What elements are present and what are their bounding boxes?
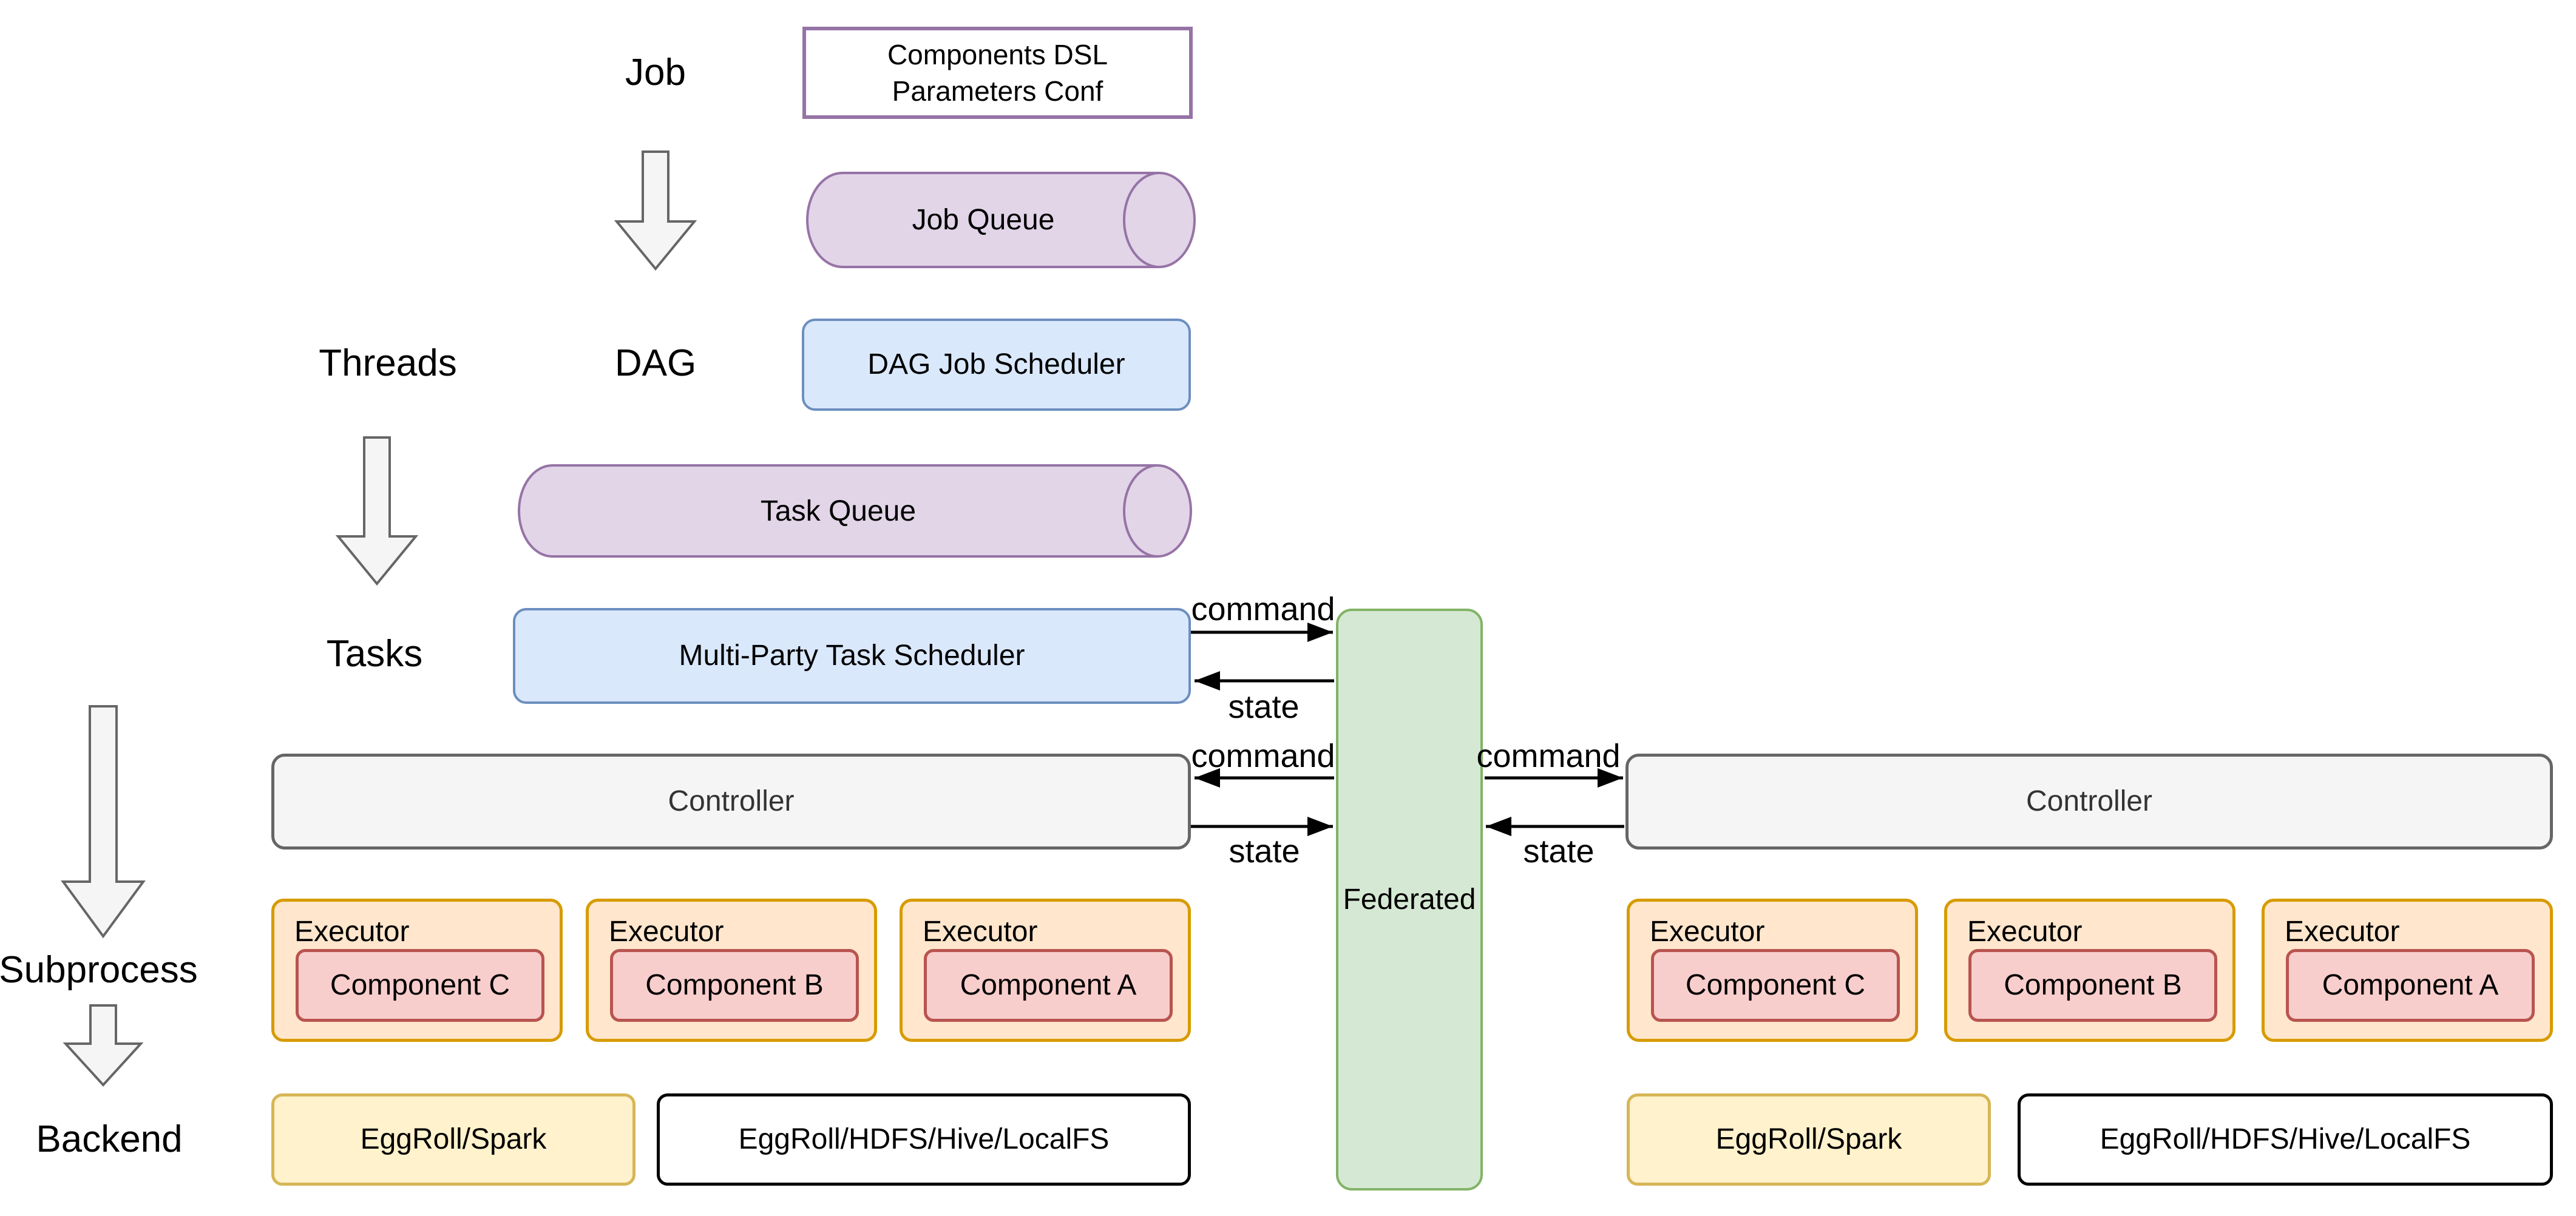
right-controller-box: Controller — [1625, 754, 2553, 850]
subprocess-to-backend-arrow — [63, 1004, 144, 1087]
executor-title: Executor — [923, 916, 1038, 948]
component-box: Component B — [1968, 949, 2217, 1022]
multi-party-task-scheduler-label: Multi-Party Task Scheduler — [679, 640, 1025, 672]
left-executor-1: Executor Component C — [271, 899, 563, 1042]
component-label: Component B — [2004, 969, 2182, 1001]
state-label: state — [1228, 689, 1300, 725]
job-queue-cylinder — [806, 172, 1196, 268]
component-label: Component B — [645, 969, 824, 1001]
right-controller-label: Controller — [2025, 785, 2153, 817]
dag-job-scheduler-label: DAG Job Scheduler — [867, 348, 1125, 380]
executor-title: Executor — [294, 916, 410, 948]
executor-title: Executor — [2285, 916, 2400, 948]
component-label: Component C — [330, 969, 510, 1001]
state-label: state — [1229, 833, 1300, 870]
command-label: command — [1191, 591, 1335, 627]
right-executor-1: Executor Component C — [1627, 899, 1918, 1042]
component-box: Component C — [296, 949, 544, 1022]
executor-title: Executor — [609, 916, 724, 948]
layer-label-dag: DAG — [614, 342, 697, 384]
component-label: Component A — [2322, 969, 2499, 1001]
federated-label: Federated — [1343, 883, 1476, 916]
layer-label-threads: Threads — [319, 342, 457, 384]
backend-storage-label: EggRoll/HDFS/Hive/LocalFS — [2100, 1123, 2471, 1155]
tasks-to-subprocess-arrow — [61, 705, 146, 939]
backend-compute-label: EggRoll/Spark — [360, 1123, 547, 1155]
executor-title: Executor — [1650, 916, 1765, 948]
task-queue-cylinder — [518, 464, 1192, 558]
components-dsl-conf-box: Components DSL Parameters Conf — [802, 27, 1193, 119]
left-backend-compute-box: EggRoll/Spark — [271, 1093, 636, 1186]
state-label: state — [1523, 833, 1595, 870]
conf-box-line1: Components DSL — [887, 39, 1108, 70]
multi-party-task-scheduler-box: Multi-Party Task Scheduler — [513, 608, 1191, 704]
backend-storage-label: EggRoll/HDFS/Hive/LocalFS — [738, 1123, 1110, 1155]
component-box: Component B — [610, 949, 859, 1022]
component-box: Component A — [924, 949, 1173, 1022]
right-backend-storage-box: EggRoll/HDFS/Hive/LocalFS — [2018, 1093, 2553, 1186]
component-label: Component C — [1685, 969, 1866, 1001]
right-executor-2: Executor Component B — [1944, 899, 2235, 1042]
left-executor-2: Executor Component B — [586, 899, 877, 1042]
job-to-queue-arrow — [614, 150, 697, 271]
backend-compute-label: EggRoll/Spark — [1715, 1123, 1902, 1155]
conf-box-line2: Parameters Conf — [892, 75, 1103, 107]
left-backend-storage-box: EggRoll/HDFS/Hive/LocalFS — [657, 1093, 1191, 1186]
dag-job-scheduler-box: DAG Job Scheduler — [802, 319, 1191, 411]
layer-label-tasks: Tasks — [326, 632, 423, 675]
left-controller-label: Controller — [668, 785, 795, 817]
component-label: Component A — [960, 969, 1137, 1001]
job-queue-label: Job Queue — [912, 204, 1055, 236]
right-executor-3: Executor Component A — [2262, 899, 2553, 1042]
left-executor-3: Executor Component A — [900, 899, 1191, 1042]
right-backend-compute-box: EggRoll/Spark — [1627, 1093, 1991, 1186]
federated-box: Federated — [1336, 609, 1483, 1191]
threads-to-tasks-arrow — [335, 436, 419, 586]
left-controller-box: Controller — [271, 754, 1191, 850]
layer-label-backend: Backend — [36, 1118, 183, 1160]
component-box: Component C — [1651, 949, 1900, 1022]
component-box: Component A — [2286, 949, 2535, 1022]
task-queue-label: Task Queue — [760, 495, 917, 527]
command-label: command — [1191, 738, 1335, 774]
layer-label-job: Job — [625, 51, 686, 93]
executor-title: Executor — [1967, 916, 2083, 948]
layer-label-subprocess: Subprocess — [0, 948, 198, 991]
command-label: command — [1476, 738, 1621, 774]
